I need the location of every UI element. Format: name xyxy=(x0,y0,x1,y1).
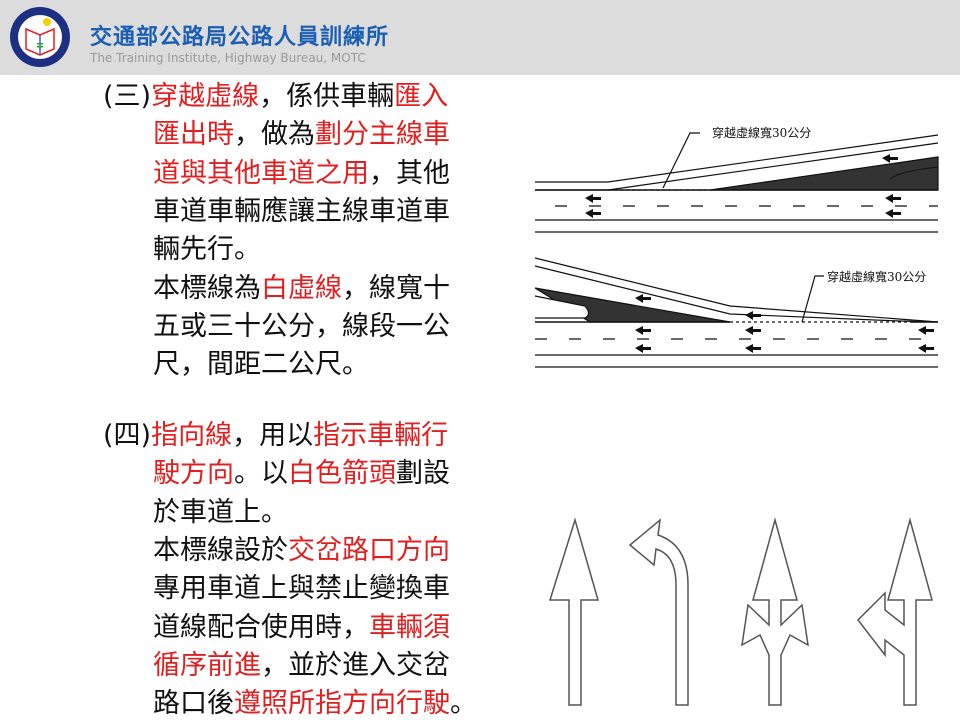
highlighted-text: 車輛須 xyxy=(369,611,450,643)
text-line: 本標線為白虛線，線寬十 xyxy=(153,273,450,305)
institute-logo xyxy=(10,7,70,67)
text-segment: ，係供車輛 xyxy=(259,81,395,112)
text-segment: 本標線設於 xyxy=(153,534,288,566)
highlighted-text: 穿越虛線 xyxy=(151,81,260,112)
text-segment: 。 xyxy=(450,688,477,720)
text-segment: 道線配合使用時， xyxy=(153,611,369,643)
text-segment: 路口後 xyxy=(153,688,234,720)
text-line: 路口後遵照所指方向行駛。 xyxy=(153,688,477,720)
text-segment: 於車道上。 xyxy=(153,496,288,528)
highlighted-text: 指示車輛行 xyxy=(313,420,449,451)
direction-arrows-diagram xyxy=(548,517,933,706)
text-line: 本標線設於交岔路口方向 xyxy=(153,535,450,567)
highlighted-text: 劃分主線車 xyxy=(315,119,450,151)
institute-title: 交通部公路局公路人員訓練所 xyxy=(90,25,390,50)
text-line: 道線配合使用時，車輛須 xyxy=(153,612,450,644)
text-segment: 車道車輛應讓主線車道車 xyxy=(153,195,450,227)
text-line: 車道車輛應讓主線車道車 xyxy=(153,196,450,228)
text-segment: 劃設 xyxy=(396,458,450,490)
text-segment: 尺，間距二公尺。 xyxy=(153,349,369,381)
text-line: (四)指向線，用以指示車輛行 xyxy=(103,420,448,452)
highlighted-text: 循序前進 xyxy=(153,649,261,681)
text-segment: ，線寬十 xyxy=(342,272,450,304)
text-segment: 。以 xyxy=(234,458,288,490)
text-line: (三)穿越虛線，係供車輛匯入 xyxy=(103,81,448,113)
text-line: 匯出時，做為劃分主線車 xyxy=(153,119,450,151)
text-segment: ，其他 xyxy=(369,157,450,189)
straight-arrow-icon xyxy=(548,517,599,706)
header-bar: 交通部公路局公路人員訓練所 The Training Institute, Hi… xyxy=(0,0,960,75)
highlighted-text: 白色箭頭 xyxy=(288,458,396,490)
diagram-label-bottom: 穿越虛線寬30公分 xyxy=(827,269,926,284)
straight-or-left-arrow-icon xyxy=(857,517,933,706)
text-line: 尺，間距二公尺。 xyxy=(153,349,369,381)
text-line: 於車道上。 xyxy=(153,497,288,529)
text-line: 專用車道上與禁止變換車 xyxy=(153,573,450,605)
highlighted-text: 匯入 xyxy=(394,81,449,112)
text-line: 道與其他車道之用，其他 xyxy=(153,158,450,190)
diagram-label-top: 穿越虛線寬30公分 xyxy=(712,125,811,140)
highlighted-text: 遵照所指方向行駛 xyxy=(234,688,450,720)
text-line: 循序前進，並於進入交岔 xyxy=(153,650,450,682)
text-segment: 本標線為 xyxy=(153,272,261,304)
highlighted-text: 道與其他車道之用 xyxy=(153,157,369,189)
text-segment: 輛先行。 xyxy=(153,234,261,266)
text-segment: (四) xyxy=(103,420,152,451)
text-line: 駛方向。以白色箭頭劃設 xyxy=(153,458,450,490)
text-segment: (三) xyxy=(103,81,152,112)
text-segment: 五或三十公分，線段一公 xyxy=(153,310,450,342)
highlighted-text: 交岔路口方向 xyxy=(288,534,450,566)
left-turn-arrow-icon xyxy=(628,518,689,706)
text-segment: 專用車道上與禁止變換車 xyxy=(153,573,450,605)
crossing-line-diagram: 穿越虛線寬30公分 穿越虛線寬30公分 xyxy=(534,125,939,368)
text-segment: ，用以 xyxy=(232,420,314,451)
highlighted-text: 匯出時 xyxy=(153,119,234,151)
text-line: 五或三十公分，線段一公 xyxy=(153,311,450,343)
highlighted-text: 白虛線 xyxy=(261,272,342,304)
text-line: 輛先行。 xyxy=(153,234,261,266)
institute-subtitle: The Training Institute, Highway Bureau, … xyxy=(90,51,366,65)
highlighted-text: 指向線 xyxy=(151,420,233,451)
straight-or-turn-arrow-icon xyxy=(741,517,809,706)
highlighted-text: 駛方向 xyxy=(153,458,234,490)
text-segment: ，並於進入交岔 xyxy=(261,649,450,681)
text-segment: ，做為 xyxy=(234,119,315,151)
